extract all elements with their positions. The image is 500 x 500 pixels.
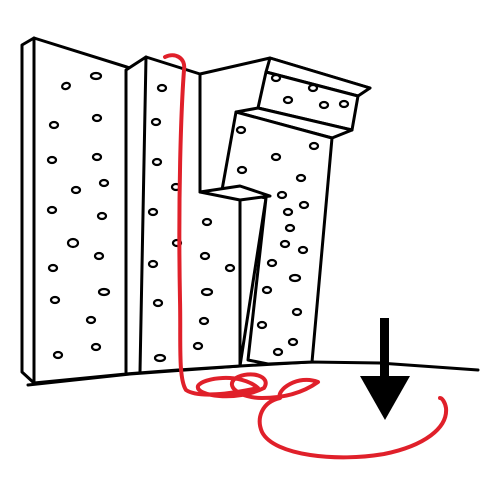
hold: [66, 237, 80, 249]
holds-left-panel: [46, 71, 111, 360]
hold: [198, 316, 210, 326]
hold: [49, 295, 61, 305]
hold: [48, 120, 60, 130]
hold: [153, 353, 167, 363]
hold: [266, 258, 278, 268]
hold: [156, 83, 168, 93]
wall-ledge: [198, 184, 272, 202]
hold: [224, 263, 236, 273]
hold: [152, 298, 164, 308]
hold: [287, 337, 299, 347]
holds-right-section: [235, 73, 350, 357]
wall-panel-left: [20, 36, 132, 385]
hold: [147, 207, 159, 217]
hold: [282, 207, 294, 217]
hold: [46, 155, 58, 165]
hold: [291, 307, 303, 317]
wall-panel-middle: [124, 55, 268, 376]
hold: [199, 251, 211, 261]
hold: [295, 173, 307, 183]
hold: [307, 83, 319, 93]
rope: [163, 53, 449, 460]
hold: [97, 287, 111, 297]
hold: [270, 152, 282, 162]
hold: [236, 165, 248, 175]
hold: [96, 211, 108, 221]
hold: [70, 185, 82, 195]
hold: [98, 178, 110, 188]
hold: [151, 157, 163, 167]
hold: [235, 125, 247, 135]
hold: [284, 223, 296, 233]
hold: [338, 99, 350, 109]
hold: [298, 200, 310, 210]
hold: [288, 273, 302, 283]
hold: [272, 347, 284, 357]
wall-panel-middle-edge: [138, 55, 148, 374]
hold: [150, 117, 162, 127]
down-arrow-icon: [360, 318, 410, 420]
hold: [93, 251, 105, 261]
hold: [261, 285, 273, 295]
hold: [147, 259, 159, 269]
hold: [282, 95, 294, 105]
hold: [91, 113, 103, 123]
holds-middle-panel: [147, 83, 236, 363]
hold: [52, 350, 64, 360]
hold: [308, 141, 320, 151]
hold: [46, 205, 58, 215]
hold: [297, 245, 309, 255]
hold: [201, 217, 213, 227]
hold: [85, 315, 97, 325]
hold: [318, 100, 330, 110]
hold: [61, 81, 71, 91]
hold: [89, 71, 103, 81]
hold: [192, 341, 204, 351]
hold: [91, 152, 103, 162]
hold: [270, 73, 282, 83]
hold: [90, 342, 102, 352]
hold: [47, 263, 59, 273]
hold: [279, 239, 291, 249]
hold: [276, 190, 288, 200]
hold: [256, 320, 268, 330]
hold: [200, 287, 214, 297]
